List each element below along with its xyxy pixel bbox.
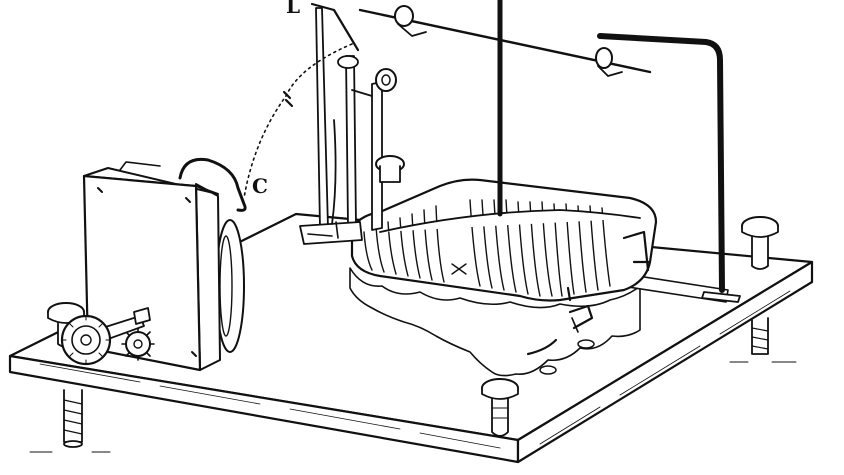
crank-mechanism	[60, 307, 155, 366]
binding-post-right	[741, 216, 779, 270]
frame-wire	[597, 33, 741, 303]
instrument-box	[82, 157, 247, 372]
screw-feet	[29, 317, 797, 453]
foot-front-left	[63, 389, 83, 448]
label-l: L	[286, 0, 301, 18]
suspension	[358, 0, 652, 217]
foot-right	[751, 317, 769, 355]
dotted-path	[243, 43, 353, 199]
label-c: C	[252, 174, 268, 198]
upright-stands	[299, 2, 405, 245]
cutaway-section	[349, 267, 641, 377]
coil	[350, 178, 729, 303]
binding-post-front	[481, 378, 519, 437]
